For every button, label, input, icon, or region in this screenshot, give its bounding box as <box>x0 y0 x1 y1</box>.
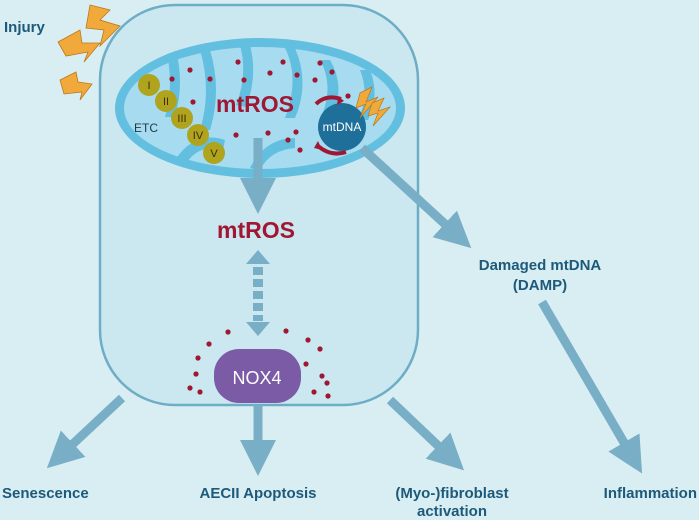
complex-iii <box>171 107 193 129</box>
arrow-to-fibroblast <box>386 396 465 471</box>
damaged-mtdna-label-line2: (DAMP) <box>513 277 567 294</box>
arrow-to-senescence <box>46 394 126 469</box>
mtdna-label: mtDNA <box>323 120 362 134</box>
etc-complexes: I II III IV V ETC <box>134 74 225 164</box>
myofibroblast-label-line1: (Myo-)fibroblast <box>395 485 508 502</box>
complex-i-label: I <box>147 80 150 92</box>
senescence-label: Senescence <box>2 485 89 502</box>
myofibroblast-label-line2: activation <box>417 503 487 520</box>
nox4-node <box>214 349 301 403</box>
arrow-damp-to-inflammation <box>538 299 643 474</box>
mito-mtros-label: mtROS <box>216 91 294 117</box>
arrow-mtros-nox4 <box>246 250 270 336</box>
complex-iv-label: IV <box>193 130 204 142</box>
complex-iv <box>187 124 209 146</box>
mtdna-lightning-icon-2 <box>367 97 392 127</box>
complex-v <box>203 142 225 164</box>
mtdna-node <box>314 86 392 156</box>
complex-ii-label: II <box>163 96 169 108</box>
aecii-apoptosis-label: AECII Apoptosis <box>200 485 317 502</box>
injury-lightning-icon <box>57 4 121 101</box>
nox4-label: NOX4 <box>232 368 281 388</box>
etc-label: ETC <box>134 121 158 135</box>
mito-ros-dots <box>169 59 351 153</box>
complex-iii-label: III <box>177 113 186 125</box>
complex-i <box>138 74 160 96</box>
injury-label: Injury <box>4 19 45 36</box>
complex-v-label: V <box>210 148 218 160</box>
complex-ii <box>155 90 177 112</box>
arrow-mtdna-to-damp <box>358 144 472 249</box>
nox4-ros-dots <box>187 328 331 399</box>
mtdna-lightning-icon-1 <box>355 86 379 119</box>
damaged-mtdna-label-line1: Damaged mtDNA <box>479 257 602 274</box>
cell-mtros-label: mtROS <box>217 217 295 243</box>
inflammation-label: Inflammation <box>604 485 697 502</box>
